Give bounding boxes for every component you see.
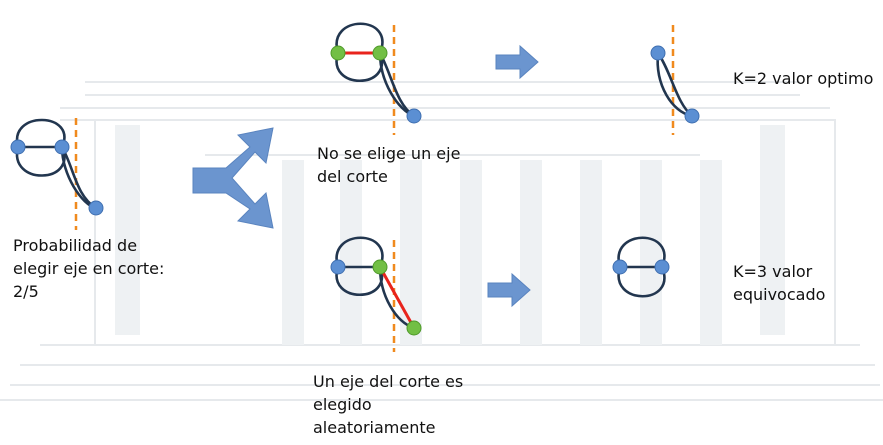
right-arrow-icon — [495, 44, 539, 80]
graph-node — [650, 45, 666, 61]
right-arrow-icon — [487, 272, 531, 308]
contracted-edge — [378, 266, 416, 329]
wrong-result-caption: K=3 valor equivocado — [733, 260, 825, 306]
graph-edge — [378, 52, 415, 118]
result-graph-k2 — [650, 25, 700, 135]
graph-node — [612, 259, 628, 275]
graph-edge — [15, 118, 66, 148]
graph-node — [54, 139, 70, 155]
caption-line: Un eje del corte es — [313, 372, 464, 391]
result-graph-k3 — [612, 236, 670, 298]
graph-node — [654, 259, 670, 275]
graph-node-selected — [406, 320, 422, 336]
cut-probability-caption: Probabilidad de elegir eje en corte: 2/5 — [13, 234, 164, 303]
top-graph — [330, 22, 422, 135]
graph-node — [330, 259, 346, 275]
caption-line: 2/5 — [13, 282, 39, 301]
original-graph — [10, 118, 104, 230]
graph-node — [684, 108, 700, 124]
graph-edge — [335, 22, 384, 54]
optimal-result-caption: K=2 valor optimo — [733, 67, 873, 90]
branching-arrow-icon — [192, 127, 274, 229]
graph-node — [10, 139, 26, 155]
graph-node-selected — [330, 45, 346, 61]
caption-line: equivocado — [733, 285, 826, 304]
graph-edge — [617, 266, 666, 298]
caption-line: No se elige un eje — [317, 144, 461, 163]
caption-line: K=2 valor optimo — [733, 69, 874, 88]
caption-line: elegir eje en corte: — [13, 259, 165, 278]
graph-node-selected — [372, 259, 388, 275]
graph-node — [406, 108, 422, 124]
no-cut-edge-caption: No se elige un eje del corte — [317, 142, 460, 188]
caption-line: Probabilidad de — [13, 236, 138, 255]
graph-node-selected — [372, 45, 388, 61]
bottom-graph — [330, 236, 422, 352]
caption-line: K=3 valor — [733, 262, 813, 281]
cut-edge-chosen-caption: Un eje del corte es elegido aleatoriamen… — [313, 370, 463, 439]
graph-edge — [335, 236, 384, 268]
caption-line: del corte — [317, 167, 388, 186]
caption-line: aleatoriamente — [313, 418, 436, 437]
graph-edge — [60, 146, 97, 210]
graph-node — [88, 200, 104, 216]
caption-line: elegido — [313, 395, 372, 414]
graph-edge — [617, 236, 666, 268]
